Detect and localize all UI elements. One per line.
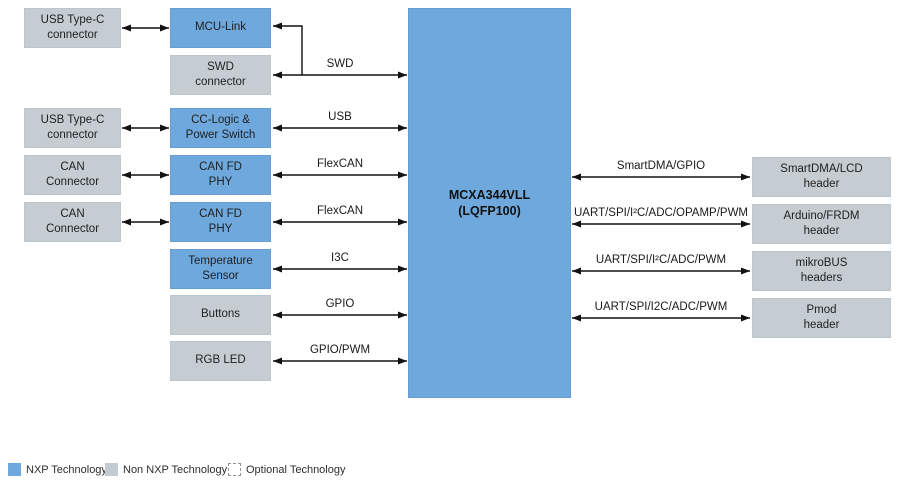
bus-label-i3c: I3C — [331, 252, 349, 264]
wire-swd-branch-to-mculink — [273, 22, 303, 75]
optional-technology-swatch — [228, 463, 241, 476]
legend-item-nxp: NXP Technology — [8, 462, 107, 477]
block-usb-typec-connector-1: USB Type-C connector — [24, 8, 121, 48]
block-rgb-led: RGB LED — [170, 341, 271, 381]
non-nxp-technology-swatch — [105, 463, 118, 476]
legend-label-nxp: NXP Technology — [26, 463, 107, 476]
block-pmod-header: Pmod header — [752, 298, 891, 338]
block-mikrobus-headers: mikroBUS headers — [752, 251, 891, 291]
block-swd-connector: SWD connector — [170, 55, 271, 95]
block-can-fd-phy-1: CAN FD PHY — [170, 155, 271, 195]
legend-label-non-nxp: Non NXP Technology — [123, 463, 228, 476]
block-usb-typec-connector-2: USB Type-C connector — [24, 108, 121, 148]
block-can-connector-2: CAN Connector — [24, 202, 121, 242]
block-arduino-frdm-header: Arduino/FRDM header — [752, 204, 891, 244]
bus-label-swd: SWD — [326, 58, 354, 70]
bus-label-pmod-bus: UART/SPI/I2C/ADC/PWM — [594, 301, 728, 313]
nxp-technology-swatch — [8, 463, 21, 476]
bus-label-arduino-bus: UART/SPI/I²C/ADC/OPAMP/PWM — [573, 207, 749, 219]
block-temperature-sensor: Temperature Sensor — [170, 249, 271, 289]
block-mcu-link: MCU-Link — [170, 8, 271, 48]
bus-label-mikrobus-bus: UART/SPI/I²C/ADC/PWM — [595, 254, 727, 266]
legend-label-optional: Optional Technology — [246, 463, 346, 476]
bus-label-flexcan-2: FlexCAN — [316, 205, 364, 217]
block-can-fd-phy-2: CAN FD PHY — [170, 202, 271, 242]
bus-label-flexcan-1: FlexCAN — [316, 158, 364, 170]
legend-item-optional: Optional Technology — [228, 462, 345, 477]
block-buttons: Buttons — [170, 295, 271, 335]
bus-label-usb: USB — [328, 111, 352, 123]
legend-item-non-nxp: Non NXP Technology — [105, 462, 227, 477]
bus-label-gpio: GPIO — [325, 298, 355, 310]
bus-label-gpio-pwm: GPIO/PWM — [309, 344, 371, 356]
bus-label-smartdma-gpio: SmartDMA/GPIO — [616, 160, 706, 172]
block-cc-logic-power-switch: CC-Logic & Power Switch — [170, 108, 271, 148]
block-smartdma-lcd-header: SmartDMA/LCD header — [752, 157, 891, 197]
block-can-connector-1: CAN Connector — [24, 155, 121, 195]
block-mcu-mcxa344vll: MCXA344VLL (LQFP100) — [408, 8, 571, 398]
